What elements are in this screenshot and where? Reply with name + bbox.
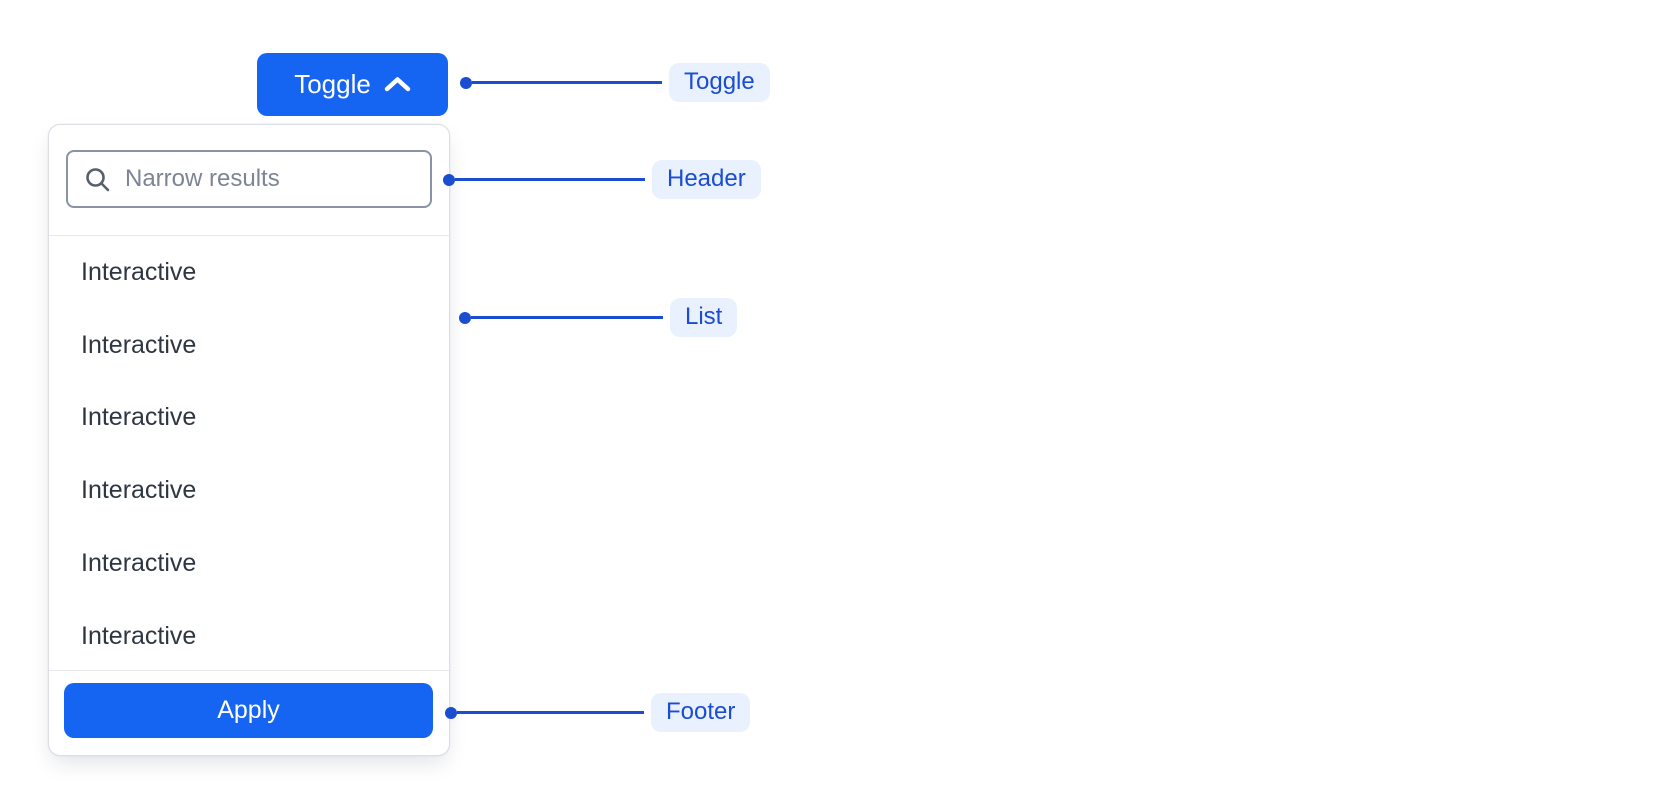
- annotation-header: Header: [443, 160, 761, 199]
- dropdown-footer: Apply: [49, 670, 449, 755]
- toggle-button[interactable]: Toggle: [257, 53, 448, 116]
- list-item[interactable]: Interactive: [81, 476, 197, 505]
- chevron-up-icon: [384, 76, 411, 93]
- search-input[interactable]: [125, 165, 414, 193]
- annotation-list: List: [459, 298, 738, 337]
- annotation-toggle: Toggle: [460, 63, 770, 102]
- annotation-line: [455, 178, 645, 181]
- annotation-line: [471, 316, 663, 319]
- annotation-dot: [443, 173, 455, 186]
- annotation-dot: [460, 76, 472, 89]
- annotation-line: [457, 711, 644, 714]
- list-item[interactable]: Interactive: [81, 549, 197, 578]
- dropdown-panel: InteractiveInteractiveInteractiveInterac…: [48, 124, 450, 756]
- annotation-dot: [459, 311, 471, 324]
- annotation-label-footer: Footer: [651, 693, 751, 732]
- search-icon: [84, 166, 111, 193]
- annotation-dot: [445, 706, 457, 719]
- list-item[interactable]: Interactive: [81, 330, 197, 359]
- apply-button[interactable]: Apply: [64, 683, 433, 738]
- annotation-label-toggle: Toggle: [669, 63, 770, 102]
- toggle-button-label: Toggle: [294, 69, 371, 99]
- list-item[interactable]: Interactive: [81, 403, 197, 432]
- annotation-line: [472, 81, 662, 84]
- dropdown-header: [49, 125, 449, 236]
- annotation-label-list: List: [670, 298, 738, 337]
- annotation-footer: Footer: [445, 693, 751, 732]
- list-item[interactable]: Interactive: [81, 621, 197, 650]
- search-box[interactable]: [66, 150, 432, 208]
- list-item[interactable]: Interactive: [81, 257, 197, 286]
- annotation-label-header: Header: [652, 160, 761, 199]
